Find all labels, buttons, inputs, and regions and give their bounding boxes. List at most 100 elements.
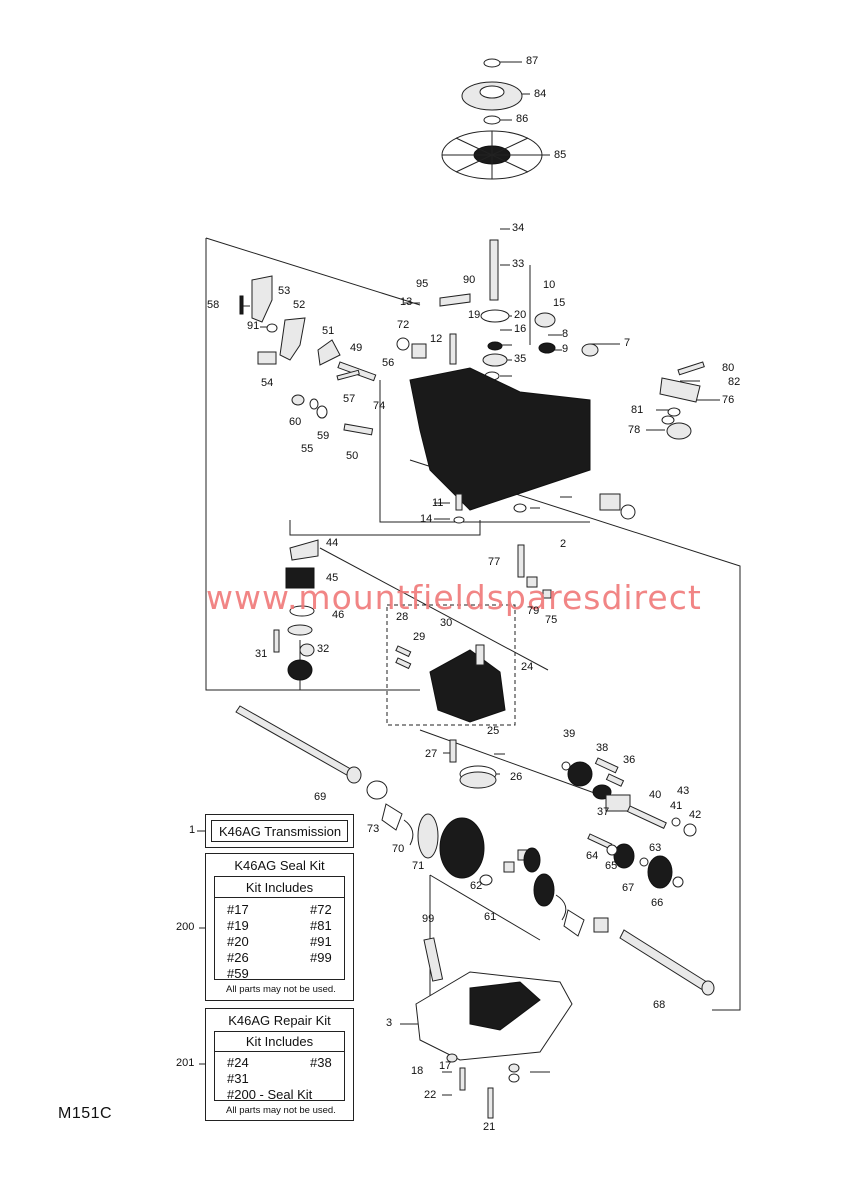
part-callout: 54 (261, 377, 274, 389)
repair-kit-box: K46AG Repair Kit Kit Includes #24 #31 #2… (205, 1008, 354, 1121)
part-callout: 44 (326, 537, 339, 549)
part-callout: 39 (563, 728, 576, 740)
seal-kit-note: All parts may not be used. (226, 984, 336, 995)
seal-kit-item: #91 (310, 934, 332, 949)
part-callout: 16 (514, 323, 527, 335)
part-callout: 46 (332, 609, 345, 621)
part-callout: 20 (514, 309, 527, 321)
seal-kit-item: #72 (310, 902, 332, 917)
lower-housing-shapes (415, 937, 573, 1119)
part-callout: 82 (728, 376, 741, 388)
part-callout: 19 (468, 309, 481, 321)
seal-kit-item: #17 (227, 902, 249, 917)
part-callout: 29 (413, 631, 426, 643)
part-callout: 14 (420, 513, 433, 525)
part-callout: 75 (545, 614, 558, 626)
part-callout: 62 (470, 880, 483, 892)
part-callout: 61 (484, 911, 497, 923)
part-callout: 27 (425, 748, 438, 760)
part-callout: 99 (422, 913, 435, 925)
part-callout: 85 (554, 149, 567, 161)
part-callout: 12 (430, 333, 443, 345)
transmission-callout: 1 (189, 824, 196, 836)
repair-kit-divider (215, 1051, 344, 1052)
watermark-text: www.mountfieldsparesdirect (206, 578, 702, 617)
part-callout: 35 (514, 353, 527, 365)
part-callout: 8 (562, 328, 569, 340)
part-callout: 52 (293, 299, 306, 311)
part-callout: 9 (562, 343, 569, 355)
part-callout: 36 (623, 754, 636, 766)
part-callout: 57 (343, 393, 356, 405)
part-callout: 50 (346, 450, 359, 462)
seal-kit-item: #19 (227, 918, 249, 933)
part-callout: 41 (670, 800, 683, 812)
part-callout: 26 (510, 771, 523, 783)
repair-kit-item: #24 (227, 1055, 249, 1070)
part-callout: 81 (631, 404, 644, 416)
part-callout: 78 (628, 424, 641, 436)
upper-housing-shapes (409, 239, 636, 524)
part-callout: 18 (411, 1065, 424, 1077)
diagram-reference-code: M151C (58, 1105, 113, 1122)
part-callout: 43 (677, 785, 690, 797)
part-callout: 73 (367, 823, 380, 835)
part-callout: 13 (400, 296, 413, 308)
part-callout: 32 (317, 643, 330, 655)
repair-kit-includes-label: Kit Includes (245, 1034, 314, 1049)
seal-kit-item: #99 (310, 950, 332, 965)
lower-middle-shapes (449, 739, 497, 789)
seal-kit-title: K46AG Seal Kit (234, 858, 325, 873)
pulley-hub-shape (479, 85, 505, 99)
key-washer-shape (483, 115, 501, 125)
seal-kit-box: K46AG Seal Kit Kit Includes #17 #19 #20 … (205, 853, 354, 1001)
part-callout: 64 (586, 850, 599, 862)
repair-kit-title: K46AG Repair Kit (228, 1013, 331, 1028)
part-callout: 15 (553, 297, 566, 309)
part-callout: 58 (207, 299, 220, 311)
part-callout: 49 (350, 342, 363, 354)
part-callout: 90 (463, 274, 476, 286)
cooling-fan-shape (441, 130, 543, 180)
repair-kit-item: #31 (227, 1071, 249, 1086)
part-callout: 37 (597, 806, 610, 818)
side-gear-shapes (561, 757, 697, 889)
part-callout: 86 (516, 113, 529, 125)
part-callout: 66 (651, 897, 664, 909)
seal-kit-list-frame: Kit Includes #17 #19 #20 #26 #59 #72 #81… (214, 876, 345, 981)
part-callout: 11 (432, 497, 444, 509)
part-callout: 71 (412, 860, 425, 872)
part-callout: 31 (255, 648, 268, 660)
right-side-shapes (659, 361, 705, 440)
part-callout: 28 (396, 611, 409, 623)
part-callout: 25 (487, 725, 500, 737)
part-callout: 80 (722, 362, 735, 374)
part-callout: 72 (397, 319, 410, 331)
transmission-box-inner (211, 820, 348, 842)
seal-kit-item: #20 (227, 934, 249, 949)
part-callout: 79 (527, 605, 540, 617)
retaining-ring-shape (483, 58, 501, 68)
repair-kit-list-frame: Kit Includes #24 #31 #200 - Seal Kit #38 (214, 1031, 345, 1102)
pulley-fan-group (441, 58, 543, 180)
part-callout: 91 (247, 320, 260, 332)
part-callout: 24 (521, 661, 534, 673)
lever-assembly-shapes (239, 275, 427, 436)
part-callout: 45 (326, 572, 339, 584)
part-callout: 76 (722, 394, 735, 406)
part-callout: 95 (416, 278, 429, 290)
seal-kit-divider (215, 897, 344, 898)
part-callout: 74 (373, 400, 386, 412)
part-callout: 65 (605, 860, 618, 872)
part-callout: 63 (649, 842, 662, 854)
repair-kit-item: #38 (310, 1055, 332, 1070)
leader-lines (205, 61, 741, 1096)
part-callout: 59 (317, 430, 330, 442)
part-callout: 2 (560, 538, 567, 550)
transmission-box: K46AG Transmission (205, 814, 354, 848)
transmission-label: K46AG Transmission (219, 824, 342, 839)
part-callout: 55 (301, 443, 314, 455)
part-callout: 53 (278, 285, 291, 297)
